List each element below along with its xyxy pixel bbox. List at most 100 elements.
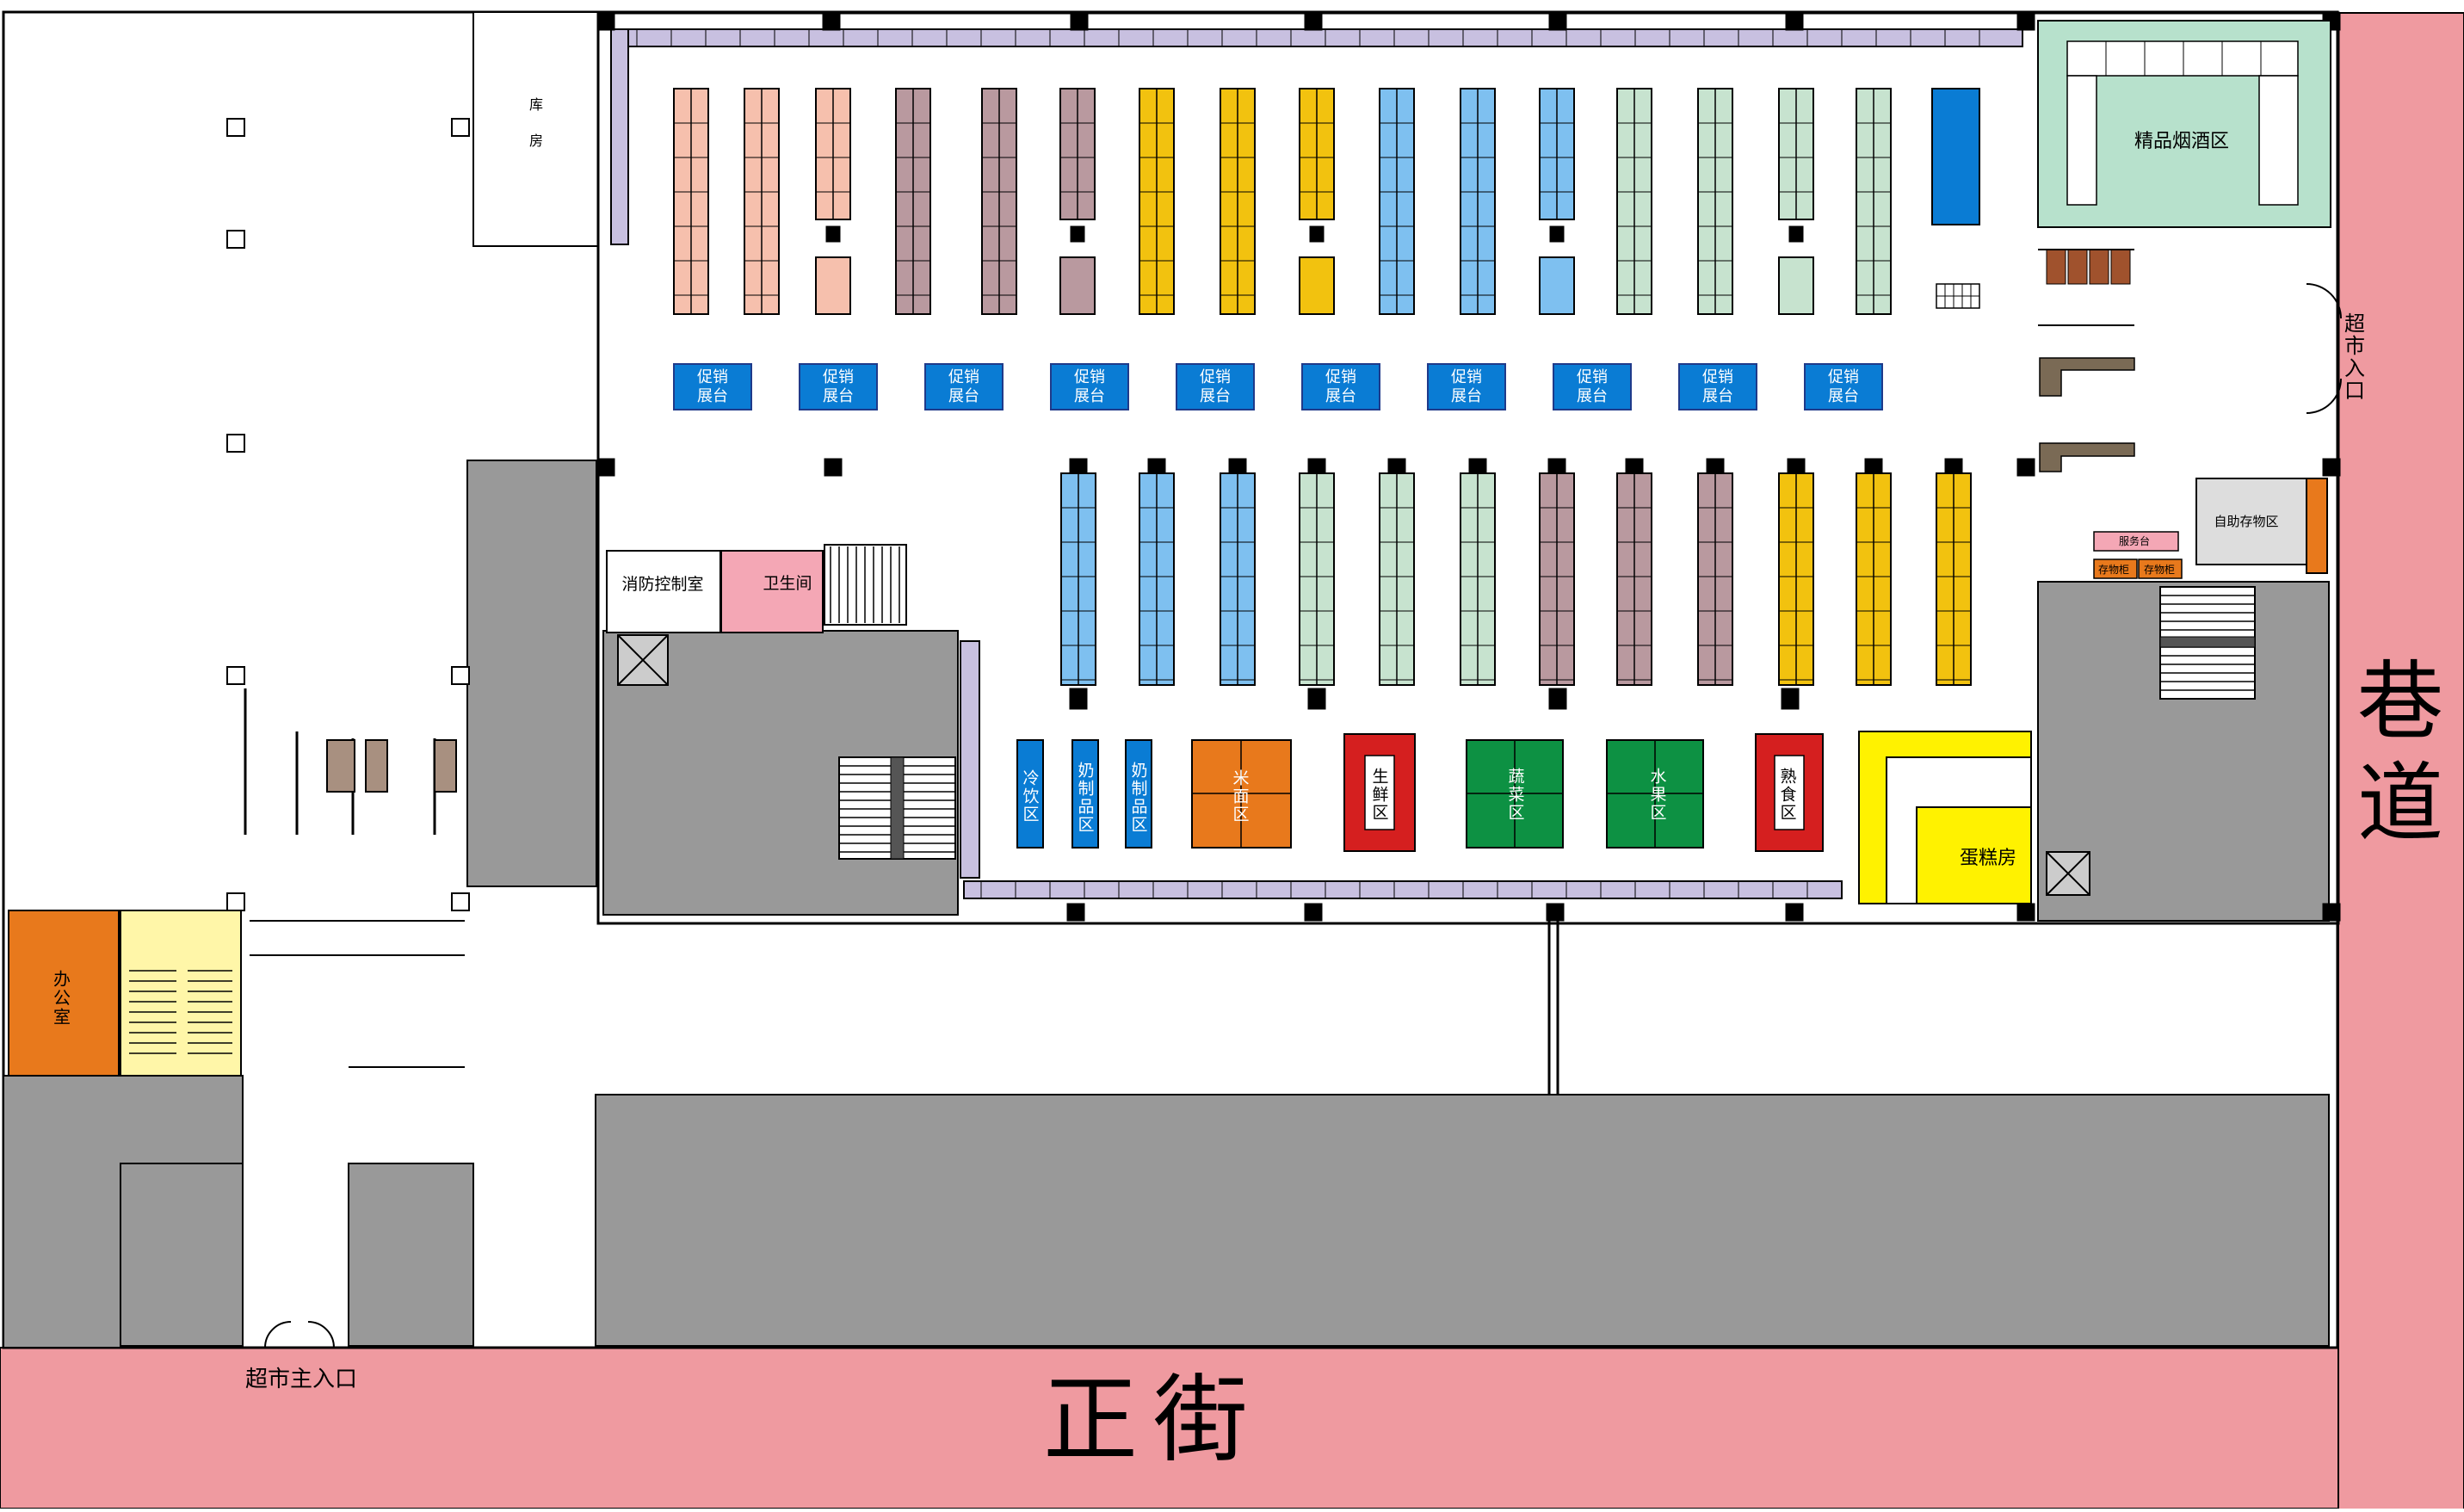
inner-west-wall-shelf [960, 640, 980, 879]
structural-column [1070, 12, 1089, 31]
shelf-endcap [1539, 256, 1575, 315]
promo-table-text: 展台 [1325, 386, 1356, 405]
gray-block-sw-3 [348, 1163, 474, 1347]
structural-column [2016, 903, 2035, 922]
promo-table-1: 促销展台 [673, 363, 752, 410]
promo-table-8: 促销展台 [1553, 363, 1632, 410]
fruit-zone-label: 水果区 [1647, 767, 1667, 822]
self-storage-area [2195, 478, 2307, 565]
structural-column [824, 458, 843, 477]
structural-column [2322, 458, 2341, 477]
promo-table-text: 促销 [1200, 367, 1231, 386]
promo-table-text: 展台 [948, 386, 979, 405]
pillar [1387, 458, 1406, 473]
pillar [1706, 458, 1725, 473]
structural-column [1304, 903, 1323, 922]
promo-table-text: 促销 [823, 367, 854, 386]
deli-zone-label: 熟食区 [1777, 767, 1797, 822]
promo-table-2: 促销展台 [799, 363, 878, 410]
shelf-fixture [365, 739, 388, 793]
elevator-x [617, 634, 669, 686]
pillar [1787, 458, 1806, 473]
promo-table-10: 促销展台 [1804, 363, 1883, 410]
cold-drinks-zone [1016, 739, 1044, 849]
promo-table-text: 促销 [1702, 367, 1733, 386]
checkout-counter [2067, 249, 2088, 285]
pillar [1548, 688, 1567, 710]
checkout-lane [2039, 357, 2135, 397]
promo-table-text: 促销 [1828, 367, 1859, 386]
promo-table-text: 展台 [823, 386, 854, 405]
main-street-label: 正街 [1043, 1365, 1263, 1475]
shelf-endcap [1059, 256, 1096, 315]
promo-table-text: 展台 [1702, 386, 1733, 405]
pillar [1070, 225, 1085, 243]
promo-table-text: 展台 [697, 386, 728, 405]
pillar [1468, 458, 1487, 473]
pillar [1069, 458, 1088, 473]
office-stair [120, 910, 242, 1077]
stair-rail [890, 756, 905, 860]
service-desk-label: 服务台 [2118, 534, 2150, 547]
promo-table-text: 展台 [1074, 386, 1105, 405]
shelf-endcap [1778, 256, 1814, 315]
pillar [1309, 225, 1325, 243]
column [226, 118, 245, 137]
column [451, 666, 470, 685]
self-storage-label: 自助存物区 [2214, 513, 2279, 529]
storage-block-south [595, 1094, 2330, 1347]
gray-block-sw-2 [120, 1163, 244, 1347]
side-entrance-label: 超市入口 [2340, 312, 2365, 402]
checkout-counter [2110, 249, 2131, 285]
south-wall-shelf [963, 880, 1843, 899]
pillar [1781, 688, 1800, 710]
gray-shaft [466, 460, 597, 887]
dairy-zone-2-label: 奶制品区 [1128, 762, 1148, 834]
structural-column [596, 12, 615, 31]
north-wall-shelf [610, 28, 2023, 47]
promo-table-9: 促销展台 [1678, 363, 1757, 410]
column [451, 892, 470, 911]
column [226, 892, 245, 911]
cold-drinks-zone-label: 冷饮区 [1020, 768, 1040, 824]
column [451, 118, 470, 137]
bakery-label: 蛋糕房 [1959, 848, 2016, 869]
structural-column [1785, 903, 1804, 922]
pillar [1307, 458, 1326, 473]
pillar [1625, 458, 1644, 473]
checkout-lane [2039, 442, 2135, 472]
vegetables-zone-label: 蔬菜区 [1505, 767, 1525, 822]
tobacco-wine-zone-label: 精品烟酒区 [2134, 131, 2229, 152]
structural-column [2322, 903, 2341, 922]
shelf-fixture [434, 739, 457, 793]
locker-2-label: 存物柜 [2143, 563, 2175, 576]
promo-table-4: 促销展台 [1050, 363, 1129, 410]
pillar [1788, 225, 1804, 243]
dairy-zone-1 [1071, 739, 1099, 849]
self-storage-lockers [2306, 478, 2328, 574]
promo-table-text: 展台 [1828, 386, 1859, 405]
side-entrance-door [2306, 283, 2342, 414]
office-label: 办公室 [50, 970, 71, 1027]
main-entrance-door [264, 1321, 335, 1348]
locker-1-label: 存物柜 [2097, 563, 2129, 576]
service-desk [2093, 531, 2179, 552]
promo-table-7: 促销展台 [1427, 363, 1506, 410]
bakery-counter [1858, 731, 2032, 904]
shelf-fixture [326, 739, 355, 793]
promo-table-text: 促销 [1074, 367, 1105, 386]
structural-column [822, 12, 841, 31]
pillar [825, 225, 841, 243]
tobacco-counter-left [2066, 75, 2097, 206]
pillar [1147, 458, 1166, 473]
promo-table-5: 促销展台 [1176, 363, 1255, 410]
dairy-zone-1-label: 奶制品区 [1075, 762, 1095, 834]
pillar [1864, 458, 1883, 473]
warehouse-label: 库房 [527, 97, 543, 170]
promo-table-text: 展台 [1200, 386, 1231, 405]
checkout-counter [2089, 249, 2109, 285]
structural-column [596, 458, 615, 477]
promo-table-text: 促销 [1577, 367, 1608, 386]
promo-table-text: 促销 [1451, 367, 1482, 386]
